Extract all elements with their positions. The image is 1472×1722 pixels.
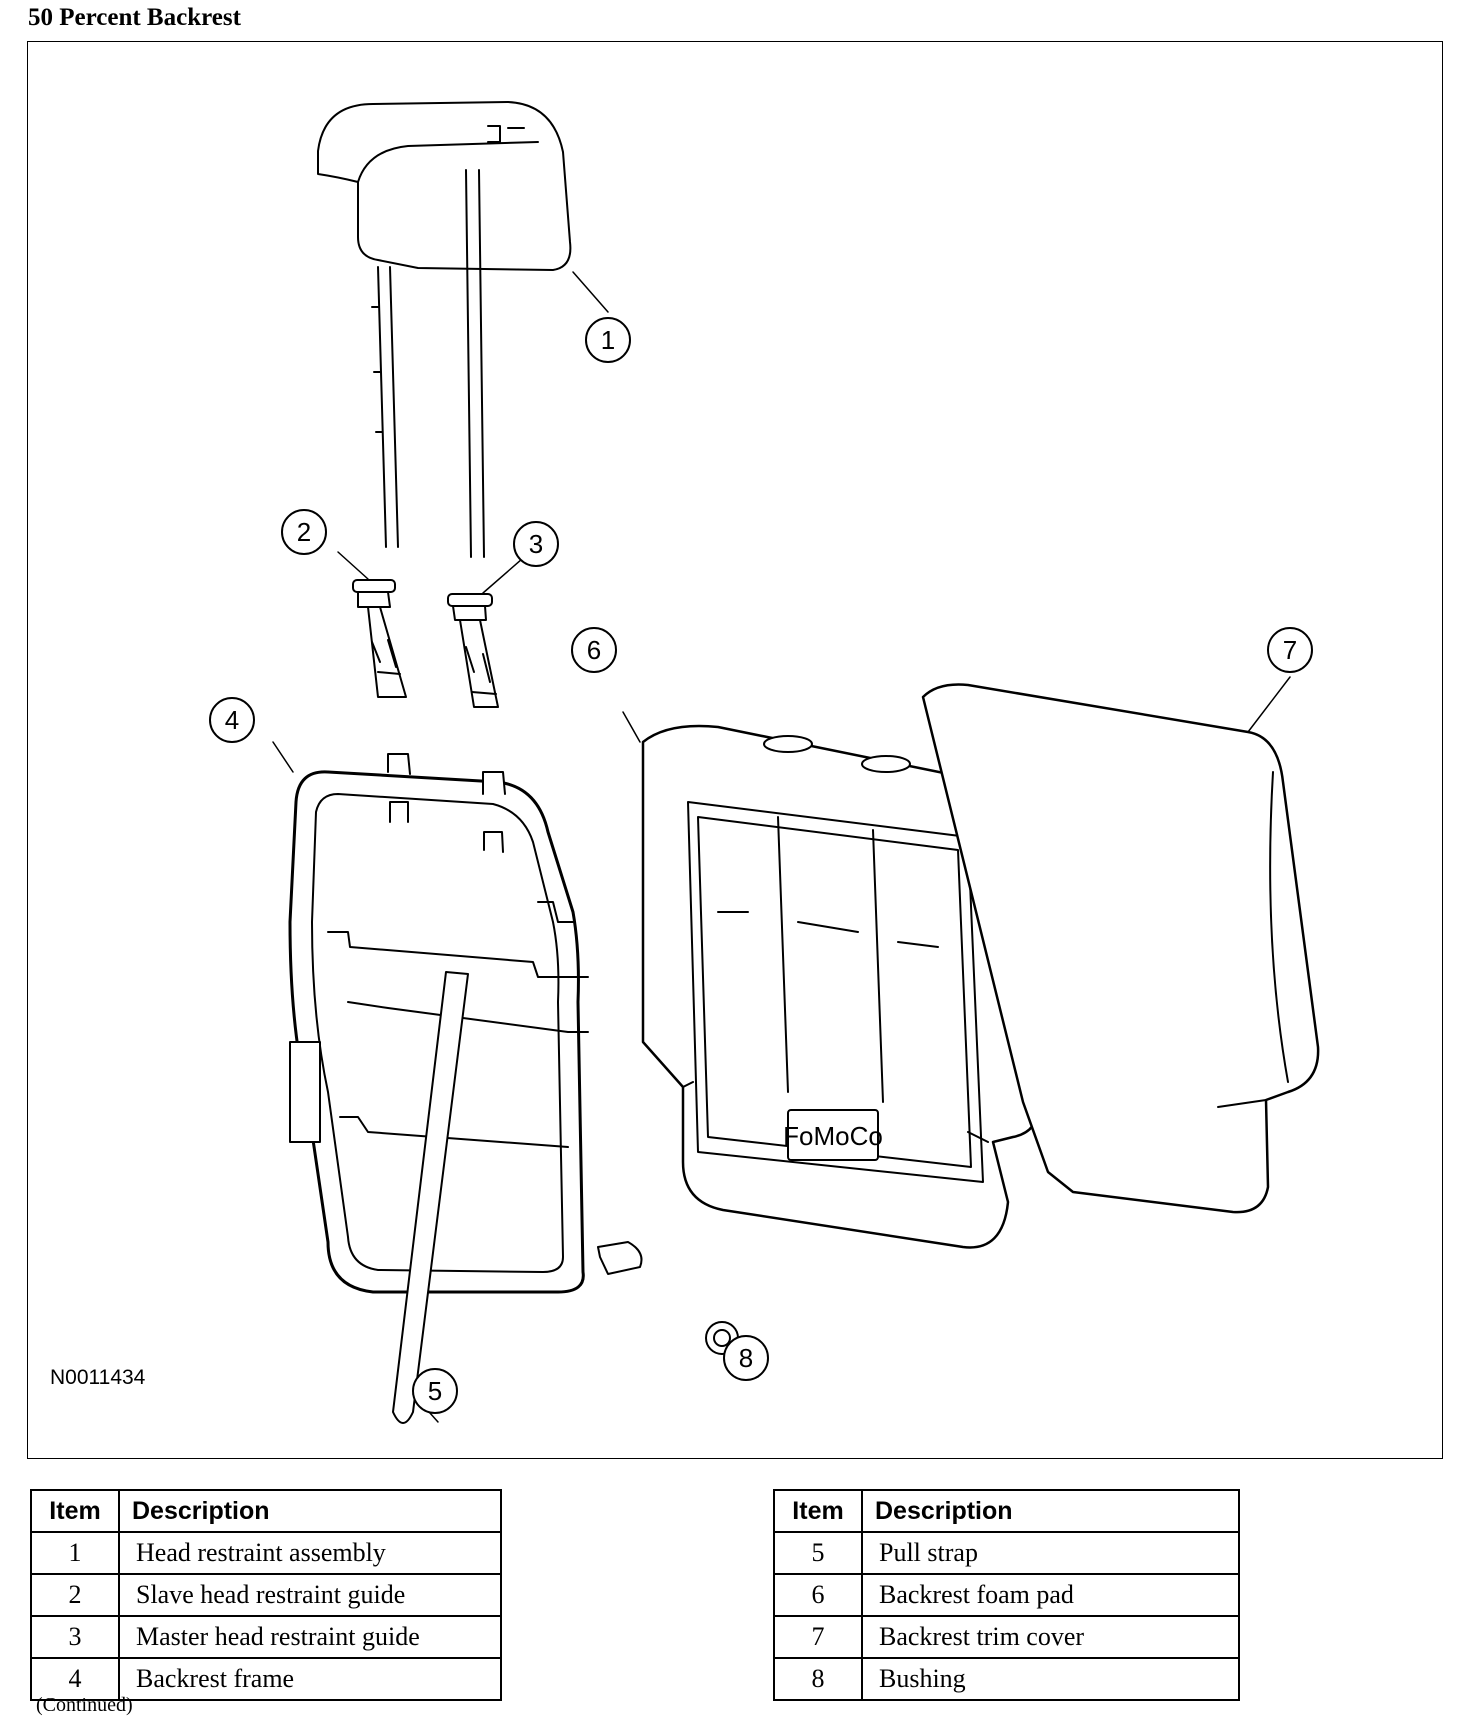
fomoco-logo-text: FoMoCo <box>783 1121 883 1151</box>
backrest-foam-pad: FoMoCo <box>622 711 1040 1249</box>
callout-2-label: 2 <box>297 517 311 547</box>
callout-5: 5 <box>412 1368 458 1414</box>
legend-row: 4 Backrest frame <box>30 1657 502 1701</box>
item-description: Slave head restraint guide <box>118 1573 502 1617</box>
item-number: 6 <box>773 1573 863 1617</box>
item-description: Master head restraint guide <box>118 1615 502 1659</box>
callout-6-label: 6 <box>587 635 601 665</box>
legend-row: 5 Pull strap <box>773 1531 1240 1575</box>
legend-table-left: Item Description 1 Head restraint assemb… <box>30 1489 502 1701</box>
legend-row: 8 Bushing <box>773 1657 1240 1701</box>
item-header: Item <box>30 1489 120 1533</box>
callout-1: 1 <box>585 317 631 363</box>
item-description: Backrest frame <box>118 1657 502 1701</box>
description-header: Description <box>861 1489 1240 1533</box>
legend-row: 1 Head restraint assembly <box>30 1531 502 1575</box>
callout-5-label: 5 <box>428 1376 442 1406</box>
callout-2: 2 <box>281 509 327 555</box>
callout-7-label: 7 <box>1283 635 1297 665</box>
item-description: Pull strap <box>861 1531 1240 1575</box>
item-description: Head restraint assembly <box>118 1531 502 1575</box>
legend-header-row: Item Description <box>30 1489 502 1533</box>
callout-6: 6 <box>571 627 617 673</box>
item-number: 3 <box>30 1615 120 1659</box>
callout-1-label: 1 <box>601 325 615 355</box>
item-header: Item <box>773 1489 863 1533</box>
callout-4: 4 <box>209 697 255 743</box>
page-title: 50 Percent Backrest <box>28 4 241 31</box>
callout-8: 8 <box>723 1335 769 1381</box>
item-number: 1 <box>30 1531 120 1575</box>
callout-8-label: 8 <box>739 1343 753 1373</box>
legend-table-right: Item Description 5 Pull strap 6 Backrest… <box>773 1489 1240 1701</box>
legend-row: 7 Backrest trim cover <box>773 1615 1240 1659</box>
backrest-trim-cover <box>921 676 1320 1214</box>
master-head-restraint-guide <box>447 551 531 708</box>
figure-id: N0011434 <box>50 1366 146 1389</box>
item-number: 4 <box>30 1657 120 1701</box>
description-header: Description <box>118 1489 502 1533</box>
legend-row: 2 Slave head restraint guide <box>30 1573 502 1617</box>
callout-4-label: 4 <box>225 705 239 735</box>
item-number: 8 <box>773 1657 863 1701</box>
item-description: Backrest trim cover <box>861 1615 1240 1659</box>
legend-row: 3 Master head restraint guide <box>30 1615 502 1659</box>
item-description: Bushing <box>861 1657 1240 1701</box>
head-restraint-assembly <box>317 101 609 558</box>
callout-3-label: 3 <box>529 529 543 559</box>
item-number: 5 <box>773 1531 863 1575</box>
item-description: Backrest foam pad <box>861 1573 1240 1617</box>
backrest-frame <box>272 741 643 1294</box>
callout-7: 7 <box>1267 627 1313 673</box>
legend-header-row: Item Description <box>773 1489 1240 1533</box>
item-number: 2 <box>30 1573 120 1617</box>
exploded-diagram: FoMoCo 1 2 3 <box>27 41 1443 1459</box>
item-number: 7 <box>773 1615 863 1659</box>
callout-3: 3 <box>513 521 559 567</box>
pull-strap <box>392 971 469 1424</box>
legend-row: 6 Backrest foam pad <box>773 1573 1240 1617</box>
continued-note: (Continued) <box>36 1694 133 1716</box>
slave-head-restraint-guide <box>337 551 407 698</box>
